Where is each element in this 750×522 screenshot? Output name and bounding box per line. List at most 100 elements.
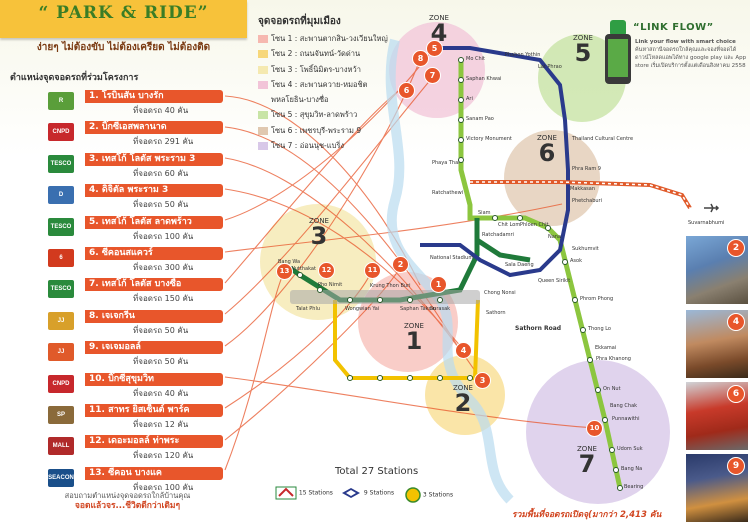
list-item[interactable]: SEACON 13. ซีคอน บางแค ที่จอดรถ 100 คัน — [45, 465, 245, 496]
station-name: เดอะมอลล์ ท่าพระ — [108, 436, 180, 447]
station-label: Siam — [478, 210, 491, 216]
bottom-note-line1: สอบถามตำแหน่งจุดจอดรถใกล้บ้านคุณ — [64, 491, 191, 500]
station-label: Chong Nonsi — [484, 290, 516, 296]
map-marker-8[interactable]: 8 — [412, 50, 429, 67]
station-label: Bang Chak — [610, 403, 638, 409]
station-number: 10. — [89, 373, 105, 384]
mrt-legend-item: 9 Stations — [340, 486, 394, 500]
photo-number-badge: 9 — [727, 457, 745, 475]
map-marker-6[interactable]: 6 — [398, 82, 415, 99]
station-label: Mo Chit — [466, 56, 485, 62]
mrt-blue-line — [420, 46, 570, 278]
list-item[interactable]: 6 6. ซีคอนสแควร์ ที่จอดรถ 300 คัน — [45, 245, 245, 276]
list-item[interactable]: TESCO 5. เทสโก้ โลตัส ลาดพร้าว ที่จอดรถ … — [45, 214, 245, 245]
zone-6-circle — [504, 130, 600, 226]
photo-number-badge: 6 — [727, 385, 745, 403]
map-marker-1[interactable]: 1 — [430, 276, 447, 293]
photo-9: 9 — [686, 454, 748, 522]
phone-screen — [608, 39, 628, 77]
total-parking-capacity: รวมพื้นที่จอดรถเปิดจุ(มากว่า 2,413 คัน — [512, 510, 662, 520]
list-item[interactable]: MALL 12. เดอะมอลล์ ท่าพระ ที่จอดรถ 120 ค… — [45, 433, 245, 464]
station-label: Bearing — [624, 484, 644, 490]
list-item[interactable]: TESCO 7. เทสโก้ โลตัส บางซื่อ ที่จอดรถ 1… — [45, 276, 245, 307]
store-logo: R — [48, 92, 74, 110]
station-label: Krung Thon Buri — [370, 283, 411, 289]
photo-number-badge: 2 — [727, 239, 745, 257]
station-name-bar: 6. ซีคอนสแควร์ — [85, 246, 223, 260]
zone-legend-label: โซน 1 : สะพานตากสิน-วงเวียนใหญ่ — [271, 34, 388, 43]
station-name: โรบินสัน บางรัก — [101, 91, 164, 101]
station-list-header: ตำแหน่งจุดจอดรถที่ร่วมโครงการ — [10, 73, 139, 83]
map-marker-10[interactable]: 10 — [586, 420, 603, 437]
station-label: Wongwian Yai — [345, 306, 380, 312]
link-flow-promo[interactable]: “LINK FLOW” Link your flow with smart ch… — [605, 20, 747, 100]
station-number: 11. — [89, 404, 105, 415]
station-label: Surasak — [430, 306, 451, 312]
map-marker-4[interactable]: 4 — [455, 342, 472, 359]
station-label: Talat Phlu — [296, 306, 321, 312]
store-logo: SP — [48, 405, 74, 424]
zone-word: ZONE — [453, 384, 473, 392]
station-name-bar: 5. เทสโก้ โลตัส ลาดพร้าว — [85, 215, 223, 229]
station-label: Punnawithi — [612, 416, 640, 422]
station-capacity: ที่จอดรถ 150 คัน — [133, 294, 194, 304]
station-label: Phra Ram 9 — [572, 166, 601, 172]
zone-legend: จุดจอดรถที่มุมเมือง โซน 1 : สะพานตากสิน-… — [258, 14, 398, 154]
zone-legend-item: โซน 6 : เพชรบุรี-พระราม 9 — [258, 124, 398, 139]
station-capacity: ที่จอดรถ 100 คัน — [133, 231, 194, 241]
list-item[interactable]: CNPD 10. บิ๊กซีสุขุมวิท ที่จอดรถ 40 คัน — [45, 371, 245, 402]
list-item[interactable]: JJ 8. เจเจกรีน ที่จอดรถ 50 คัน — [45, 308, 245, 339]
list-item[interactable]: TESCO 3. เทสโก้ โลตัส พระราม 3 ที่จอดรถ … — [45, 151, 245, 182]
zone-legend-item: โซน 7 : อ่อนนุช-แบริ่ง — [258, 139, 398, 154]
station-label: Bang Na — [621, 466, 643, 472]
station-capacity: ที่จอดรถ 50 คัน — [133, 357, 189, 367]
map-marker-5[interactable]: 5 — [426, 40, 443, 57]
station-name-bar: 11. สาทร ยิสเซ็นต์ พาร์ค — [85, 403, 223, 417]
list-item[interactable]: CNPD 2. บิ๊กซีเอสพลานาด ที่จอดรถ 291 คัน — [45, 119, 245, 150]
station-label: On Nut — [603, 386, 621, 392]
zone-legend-label: โซน 3 : โพธิ์นิมิตร-บางหว้า — [271, 64, 361, 74]
map-marker-13[interactable]: 13 — [276, 263, 293, 280]
bottom-note-line2: จอดแล้วจร...ชีวิตดีกว่าเดิมๆ — [74, 501, 181, 511]
photo-4: 4 — [686, 310, 748, 378]
zone-word: ZONE — [404, 322, 424, 330]
zone-legend-item: โซน 1 : สะพานตากสิน-วงเวียนใหญ่ — [258, 32, 398, 47]
zone-2-label: ZONE 2 — [448, 384, 478, 415]
station-name: สาทร ยิสเซ็นต์ พาร์ค — [108, 404, 190, 415]
list-item[interactable]: SP 11. สาทร ยิสเซ็นต์ พาร์ค ที่จอดรถ 12 … — [45, 402, 245, 433]
zone-5-label: ZONE 5 — [568, 34, 598, 67]
list-item[interactable]: D 4. ดิจิตัล พระราม 3 ที่จอดรถ 50 คัน — [45, 182, 245, 213]
brt-count: 3 Stations — [422, 491, 454, 499]
station-capacity: ที่จอดรถ 40 คัน — [133, 106, 189, 115]
zone-swatch — [258, 111, 268, 120]
photo-2: 2 — [686, 236, 748, 304]
list-item[interactable]: JJ 9. เจเจมอลล์ ที่จอดรถ 50 คัน — [45, 339, 245, 370]
map-marker-7[interactable]: 7 — [424, 67, 441, 84]
smartphone-icon — [605, 34, 631, 84]
station-capacity: ที่จอดรถ 60 คัน — [133, 168, 189, 178]
map-marker-3[interactable]: 3 — [474, 372, 491, 389]
zone-number: 5 — [574, 39, 592, 67]
station-capacity: ที่จอดรถ 40 คัน — [133, 388, 189, 398]
map-marker-11[interactable]: 11 — [364, 262, 381, 279]
silom-corridor-band — [290, 290, 480, 304]
store-logo: CNPD — [48, 374, 74, 393]
station-name: ซีคอน บางแค — [108, 467, 162, 478]
store-logo: CNPD — [48, 123, 74, 142]
list-item[interactable]: R 1. โรบินสัน บางรัก ที่จอดรถ 40 คัน — [45, 88, 245, 119]
zone-legend-title: จุดจอดรถที่มุมเมือง — [258, 16, 341, 27]
station-label: Asok — [570, 258, 582, 264]
station-capacity: ที่จอดรถ 291 คัน — [133, 137, 194, 147]
map-marker-2[interactable]: 2 — [392, 256, 409, 273]
zone-swatch — [258, 80, 268, 89]
station-label: Saphan Khwai — [466, 76, 502, 82]
station-label: Queen Sirikit — [538, 278, 571, 284]
map-marker-12[interactable]: 12 — [318, 262, 335, 279]
zone-legend-label: โซน 7 : อ่อนนุช-แบริ่ง — [271, 141, 345, 151]
station-label: Phaya Thai — [432, 160, 460, 166]
station-number: 1. — [89, 91, 99, 101]
zone-legend-label: โซน 5 : สุขุมวิท-ลาดพร้าว — [271, 110, 358, 120]
zone-legend-label: พหลโยธิน-บางซื่อ — [271, 95, 329, 105]
zone-number: 6 — [538, 139, 556, 167]
zone-swatch — [258, 50, 268, 59]
